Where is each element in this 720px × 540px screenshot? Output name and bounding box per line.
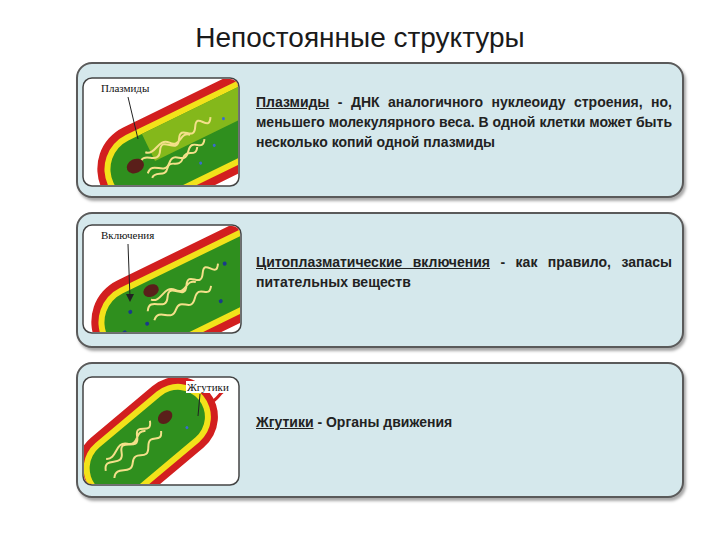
structure-panel: Цитоплазматические включения - как прави… xyxy=(76,212,684,348)
cell-illustration: Плазмиды xyxy=(82,77,240,187)
structure-name: Цитоплазматические включения xyxy=(256,254,490,270)
structure-name: Плазмиды xyxy=(256,94,329,110)
structure-panel: Жгутики - Органы движения Жгутики xyxy=(76,362,684,498)
part-label: Включения xyxy=(100,229,155,241)
part-label: Жгутики xyxy=(186,381,230,393)
description-text: Цитоплазматические включения - как прави… xyxy=(256,252,672,292)
slide-title: Непостоянные структуры xyxy=(0,22,720,54)
structure-panel: Плазмиды - ДНК аналогичного нуклеоиду ст… xyxy=(76,62,684,198)
structure-name: Жгутики xyxy=(256,414,314,430)
description-text: Плазмиды - ДНК аналогичного нуклеоиду ст… xyxy=(256,92,672,152)
structure-definition: - Органы движения xyxy=(317,414,452,430)
cell-illustration: Включения xyxy=(82,224,242,334)
cell-illustration: Жгутики xyxy=(82,376,240,486)
part-label: Плазмиды xyxy=(100,82,150,94)
description-text: Жгутики - Органы движения xyxy=(256,412,672,432)
